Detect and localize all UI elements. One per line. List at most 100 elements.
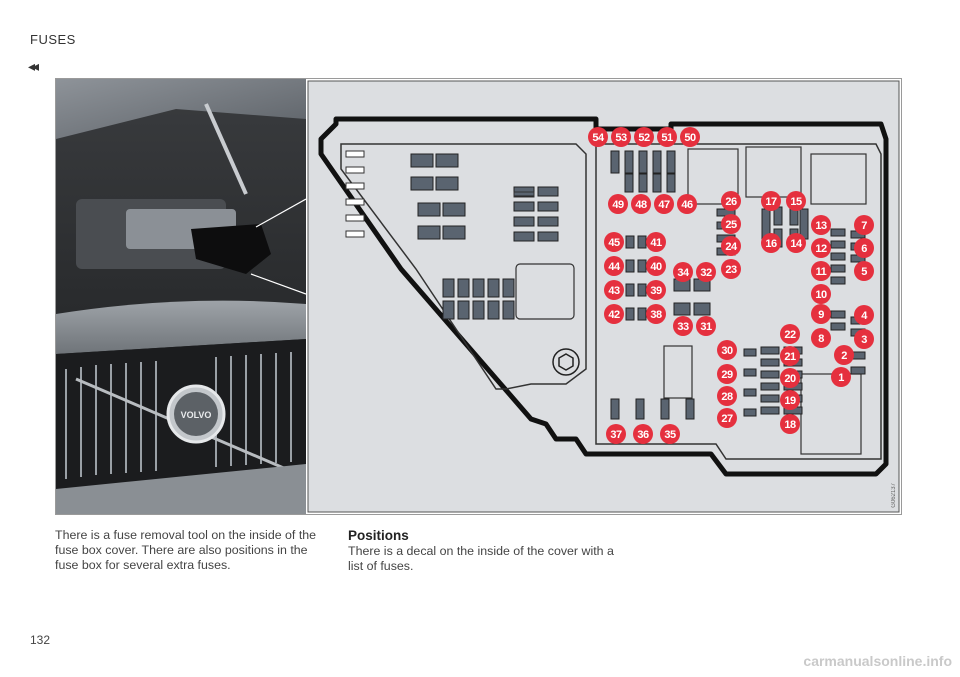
fuse-number-label: 15 — [790, 196, 802, 208]
fuse-tool-paragraph: There is a fuse removal tool on the insi… — [55, 528, 317, 572]
fuse-badge-circle — [611, 127, 631, 147]
fuse-number-label: 49 — [612, 199, 624, 211]
fuse-badge-circle — [811, 215, 831, 235]
fuse-badge-circle — [811, 238, 831, 258]
fuse-number-label: 17 — [765, 196, 777, 208]
fuse-badge-7: 7 — [854, 215, 874, 235]
fuse-badge-circle — [854, 215, 874, 235]
fuse-number-label: 3 — [861, 334, 867, 346]
fuse-badge-circle — [854, 238, 874, 258]
fuse-badge-33: 33 — [673, 316, 693, 336]
fuse-number-label: 30 — [721, 345, 733, 357]
fuse-badge-circle — [786, 233, 806, 253]
volvo-emblem-text: VOLVO — [181, 410, 212, 420]
fuse-badge-50: 50 — [680, 127, 700, 147]
fuse-number-label: 13 — [815, 220, 827, 232]
fuse-badge-11: 11 — [811, 261, 831, 281]
fuse-badge-1: 1 — [831, 367, 851, 387]
fuse-badge-circle — [608, 194, 628, 214]
previous-page-icon[interactable]: ◂◂ — [28, 58, 39, 74]
fuse-badge-48: 48 — [631, 194, 651, 214]
fuse-badge-circle — [696, 262, 716, 282]
fuse-number-label: 26 — [725, 196, 737, 208]
fuse-number-label: 8 — [818, 333, 824, 345]
fuse-number-label: 16 — [765, 238, 777, 250]
fuse-badge-circle — [721, 214, 741, 234]
fuse-number-label: 22 — [784, 329, 796, 341]
fuse-badge-47: 47 — [654, 194, 674, 214]
fuse-badge-circle — [780, 414, 800, 434]
fuse-badge-circle — [604, 232, 624, 252]
fuse-number-label: 31 — [700, 321, 712, 333]
fuse-badge-23: 23 — [721, 259, 741, 279]
fuse-number-label: 40 — [650, 261, 662, 273]
fuse-badge-circle — [721, 236, 741, 256]
fuse-badge-29: 29 — [717, 364, 737, 384]
fuse-badge-circle — [854, 305, 874, 325]
watermark: carmanualsonline.info — [803, 653, 952, 669]
fuse-badge-circle — [780, 324, 800, 344]
fuse-badge-15: 15 — [786, 191, 806, 211]
fuse-number-label: 51 — [661, 132, 673, 144]
fuse-badge-circle — [646, 256, 666, 276]
fuse-number-label: 46 — [681, 199, 693, 211]
fuse-number-label: 6 — [861, 243, 867, 255]
fuse-number-label: 35 — [664, 429, 676, 441]
fuse-badge-4: 4 — [854, 305, 874, 325]
fuse-badge-circle — [604, 280, 624, 300]
fuse-badge-45: 45 — [604, 232, 624, 252]
fuse-badge-39: 39 — [646, 280, 666, 300]
fuse-badge-13: 13 — [811, 215, 831, 235]
fuse-badge-circle — [811, 304, 831, 324]
fuse-badge-circle — [646, 304, 666, 324]
fuse-badge-54: 54 — [588, 127, 608, 147]
fuse-badge-16: 16 — [761, 233, 781, 253]
fuse-badge-35: 35 — [660, 424, 680, 444]
fuse-badge-42: 42 — [604, 304, 624, 324]
fuse-number-label: 11 — [816, 266, 827, 278]
fuse-badge-21: 21 — [780, 346, 800, 366]
fuse-badge-52: 52 — [634, 127, 654, 147]
fuse-number-label: 47 — [658, 199, 670, 211]
engine-fuse-box-figure: VOLVO — [55, 78, 902, 515]
fuse-number-label: 29 — [721, 369, 733, 381]
fuse-number-label: 43 — [608, 285, 620, 297]
fuse-badge-5: 5 — [854, 261, 874, 281]
fuse-number-label: 37 — [610, 429, 622, 441]
engine-compartment-photo: VOLVO — [56, 79, 306, 514]
fuse-badge-circle — [717, 364, 737, 384]
positions-paragraph: There is a decal on the inside of the co… — [348, 544, 614, 573]
fuse-badge-circle — [834, 345, 854, 365]
fuse-badge-30: 30 — [717, 340, 737, 360]
fuse-badge-circle — [811, 284, 831, 304]
fuse-badge-circle — [631, 194, 651, 214]
fuse-badge-17: 17 — [761, 191, 781, 211]
fuse-badge-38: 38 — [646, 304, 666, 324]
fuse-badge-circle — [717, 386, 737, 406]
fuse-badge-24: 24 — [721, 236, 741, 256]
fuse-badge-circle — [786, 191, 806, 211]
fuse-number-label: 5 — [861, 266, 867, 278]
fuse-badge-43: 43 — [604, 280, 624, 300]
fuse-number-label: 25 — [725, 219, 737, 231]
fuse-badge-8: 8 — [811, 328, 831, 348]
fuse-badge-12: 12 — [811, 238, 831, 258]
fuse-badge-circle — [780, 390, 800, 410]
fuse-badge-34: 34 — [673, 262, 693, 282]
fuse-number-label: 1 — [838, 372, 844, 384]
fuse-badge-28: 28 — [717, 386, 737, 406]
fuse-badge-circle — [761, 233, 781, 253]
fuse-number-label: 36 — [637, 429, 649, 441]
fuse-number-label: 7 — [861, 220, 867, 232]
fuse-badge-9: 9 — [811, 304, 831, 324]
figure-code: G062137 — [891, 483, 897, 508]
fuse-badge-46: 46 — [677, 194, 697, 214]
fuse-badge-51: 51 — [657, 127, 677, 147]
fuse-number-label: 48 — [635, 199, 647, 211]
fuse-badge-circle — [717, 340, 737, 360]
fuse-number-label: 23 — [725, 264, 737, 276]
fuse-number-label: 27 — [721, 413, 733, 425]
fuse-badge-circle — [854, 329, 874, 349]
